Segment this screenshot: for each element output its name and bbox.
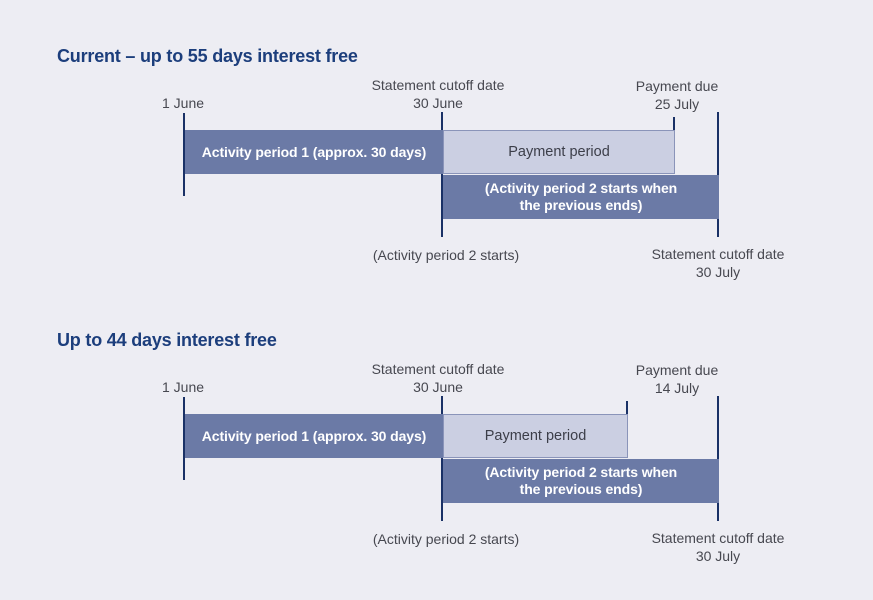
- diagram-current-55-days: Current – up to 55 days interest free 1 …: [0, 0, 873, 283]
- payment-due-label: Payment due 14 July: [635, 362, 719, 396]
- payment-due-label: Payment due 25 July: [635, 78, 719, 112]
- start-date-tick: [183, 397, 185, 480]
- activity-period-1-bar: Activity period 1 (approx. 30 days): [185, 130, 443, 174]
- payment-period-bar: Payment period: [443, 130, 675, 174]
- start-date-label: 1 June: [161, 379, 205, 395]
- statement-cutoff-july-label: Statement cutoff date 30 July: [651, 246, 785, 280]
- activity-period-2-bar: (Activity period 2 starts when the previ…: [443, 459, 719, 503]
- statement-cutoff-june-tick: [441, 112, 443, 237]
- diagram-44-days: Up to 44 days interest free 1 June State…: [0, 284, 873, 567]
- activity2-start-label: (Activity period 2 starts): [372, 247, 520, 263]
- statement-cutoff-july-label: Statement cutoff date 30 July: [651, 530, 785, 564]
- activity2-start-label: (Activity period 2 starts): [372, 531, 520, 547]
- diagram-title: Up to 44 days interest free: [57, 329, 277, 350]
- payment-period-bar: Payment period: [443, 414, 628, 458]
- statement-cutoff-june-tick: [441, 396, 443, 521]
- statement-cutoff-june-label: Statement cutoff date 30 June: [371, 361, 505, 395]
- activity-period-1-bar: Activity period 1 (approx. 30 days): [185, 414, 443, 458]
- statement-cutoff-july-tick: [717, 396, 719, 521]
- start-date-tick: [183, 113, 185, 196]
- activity-period-2-bar: (Activity period 2 starts when the previ…: [443, 175, 719, 219]
- statement-cutoff-july-tick: [717, 112, 719, 237]
- diagram-title: Current – up to 55 days interest free: [57, 45, 358, 66]
- start-date-label: 1 June: [161, 95, 205, 111]
- statement-cutoff-june-label: Statement cutoff date 30 June: [371, 77, 505, 111]
